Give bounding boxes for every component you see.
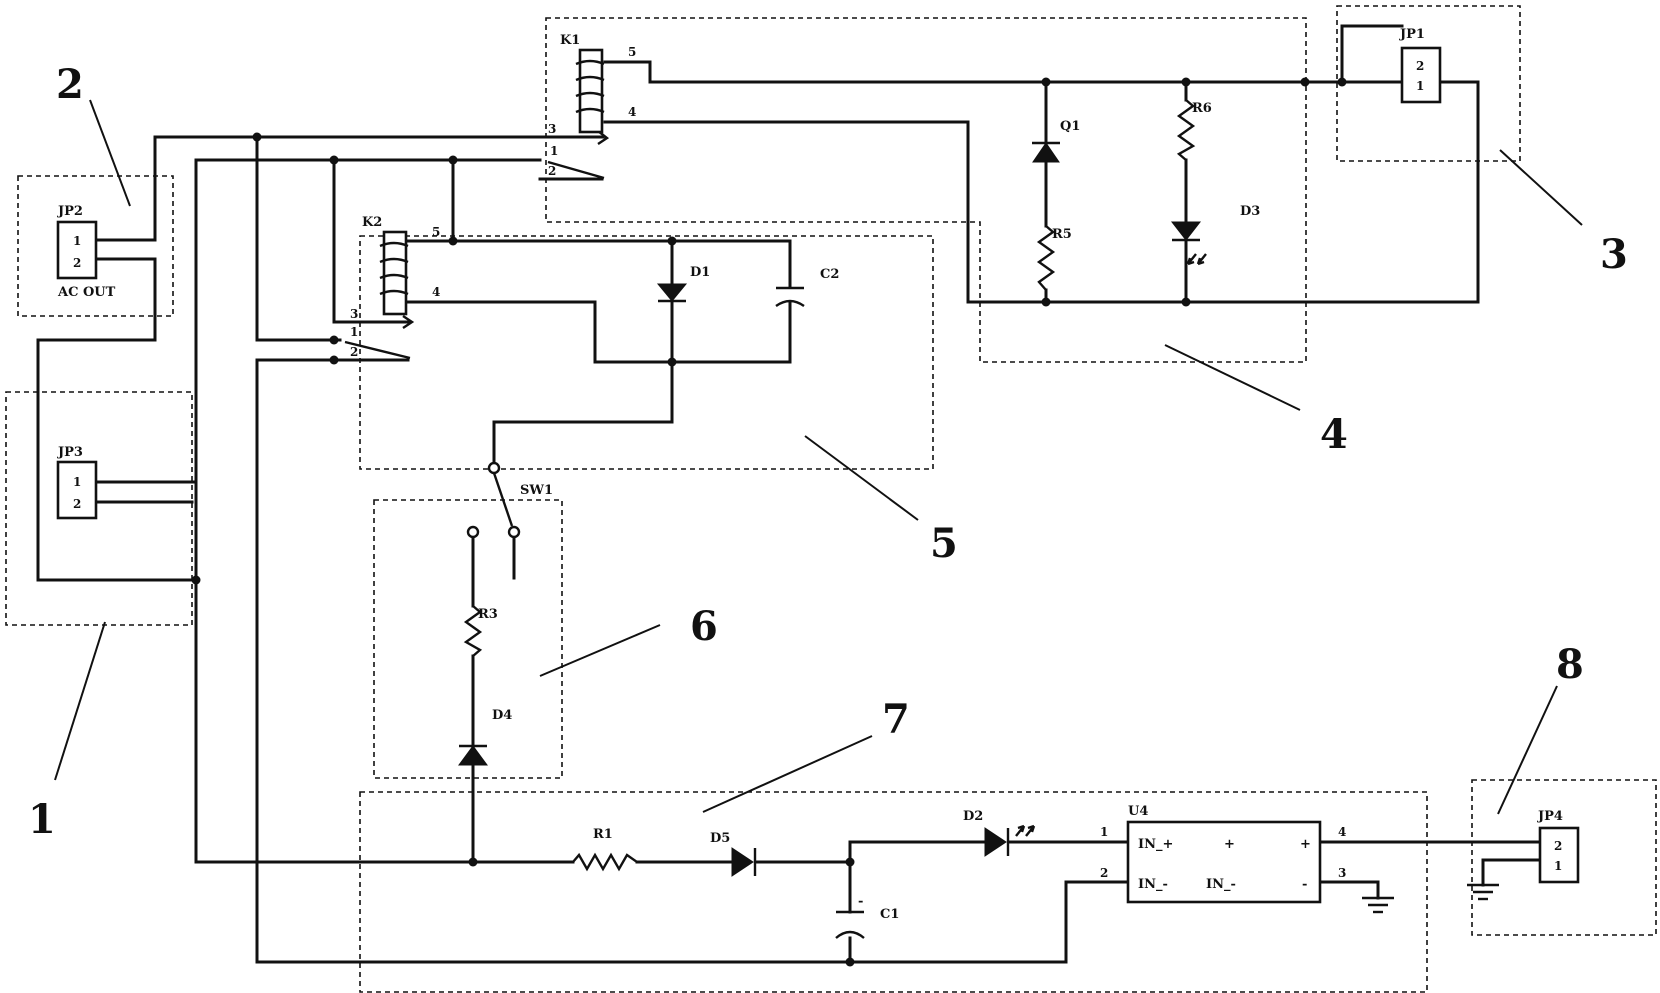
jp2-label: JP2 <box>57 204 83 219</box>
ac-out-label: AC OUT <box>57 285 116 300</box>
d2-label: D2 <box>963 809 983 824</box>
svg-text:2: 2 <box>1100 866 1108 880</box>
ground-icon <box>1362 898 1394 912</box>
jp3-pin-2: 2 <box>73 497 81 511</box>
jp4-pin-2: 2 <box>1554 839 1562 853</box>
module-box-5 <box>360 236 933 469</box>
jp1-pin-1: 1 <box>1416 79 1424 93</box>
callouts: 1 2 3 4 5 6 7 8 <box>28 61 1628 843</box>
callout-5: 5 <box>930 520 958 567</box>
c1-label: C1 <box>880 907 899 922</box>
led-d2: D2 <box>963 809 1034 856</box>
relay-k1: K1 5 4 3 1 2 <box>548 33 636 178</box>
callout-1: 1 <box>28 796 56 843</box>
callout-4: 4 <box>1320 411 1348 458</box>
diode-d5: D5 <box>710 831 755 876</box>
jp1-label: JP1 <box>1399 27 1425 42</box>
connector-jp4: 2 1 JP4 <box>1537 809 1578 882</box>
k1-label: K1 <box>560 33 580 48</box>
d5-label: D5 <box>710 831 730 846</box>
svg-text:2: 2 <box>548 164 556 178</box>
module-box-4 <box>546 18 1306 362</box>
r1-label: R1 <box>593 827 613 842</box>
u4-in-minus-mid: IN_- <box>1206 877 1236 892</box>
svg-text:3: 3 <box>350 307 358 321</box>
module-box-1 <box>6 392 192 625</box>
jp3-pin-1: 1 <box>73 475 81 489</box>
connector-jp2: 1 2 JP2 AC OUT <box>57 204 116 300</box>
capacitor-c2: C2 <box>776 267 839 306</box>
jp2-pin-1: 1 <box>73 234 81 248</box>
diode-d4: D4 <box>459 708 512 765</box>
c1-polarity: - <box>858 894 863 909</box>
wires <box>38 26 1557 962</box>
d4-label: D4 <box>492 708 512 723</box>
svg-text:5: 5 <box>628 45 636 59</box>
resistor-r6: R6 <box>1179 100 1212 160</box>
k2-label: K2 <box>362 215 382 230</box>
callout-7: 7 <box>882 696 910 743</box>
jp2-pin-2: 2 <box>73 256 81 270</box>
callout-8: 8 <box>1556 641 1584 688</box>
svg-text:5: 5 <box>432 225 440 239</box>
capacitor-c1: - C1 <box>836 894 899 938</box>
u4-plus-right: + <box>1300 837 1311 852</box>
diode-d1: D1 <box>658 265 710 301</box>
r3-label: R3 <box>478 607 498 622</box>
module-box-6 <box>374 500 562 778</box>
r6-label: R6 <box>1192 101 1212 116</box>
u4-minus-right: - <box>1302 877 1307 892</box>
callout-2: 2 <box>56 61 84 108</box>
connector-jp1: 2 1 JP1 <box>1399 27 1440 102</box>
d3-label: D3 <box>1240 204 1260 219</box>
svg-text:4: 4 <box>628 105 636 119</box>
module-boxes <box>6 6 1656 992</box>
svg-text:3: 3 <box>548 122 556 136</box>
callout-6: 6 <box>690 603 718 650</box>
resistor-r3: R3 <box>466 606 498 656</box>
d1-label: D1 <box>690 265 710 280</box>
svg-text:4: 4 <box>1338 825 1346 839</box>
q1-diode: Q1 <box>1032 119 1080 162</box>
jp3-label: JP3 <box>57 445 83 460</box>
svg-text:1: 1 <box>550 144 558 158</box>
sw1-label: SW1 <box>520 483 553 498</box>
connector-jp3: 1 2 JP3 <box>57 445 96 518</box>
u4-in-plus: IN_+ <box>1138 837 1173 852</box>
jp4-pin-1: 1 <box>1554 859 1562 873</box>
jp1-pin-2: 2 <box>1416 59 1424 73</box>
svg-text:3: 3 <box>1338 866 1346 880</box>
q1-label: Q1 <box>1060 119 1080 134</box>
u4-in-minus-left: IN_- <box>1138 877 1168 892</box>
resistor-r1: R1 <box>573 827 637 869</box>
converter-u4: U4 IN_+ + + IN_- IN_- - 1 2 4 3 <box>1100 804 1346 902</box>
u4-plus-mid: + <box>1224 837 1235 852</box>
jp4-label: JP4 <box>1537 809 1563 824</box>
c2-label: C2 <box>820 267 839 282</box>
svg-text:1: 1 <box>1100 825 1108 839</box>
u4-label: U4 <box>1128 804 1148 819</box>
svg-text:2: 2 <box>350 345 358 359</box>
resistor-r5: R5 <box>1039 226 1072 290</box>
callout-3: 3 <box>1600 231 1628 278</box>
svg-text:1: 1 <box>350 325 358 339</box>
r5-label: R5 <box>1052 227 1072 242</box>
svg-text:4: 4 <box>432 285 440 299</box>
